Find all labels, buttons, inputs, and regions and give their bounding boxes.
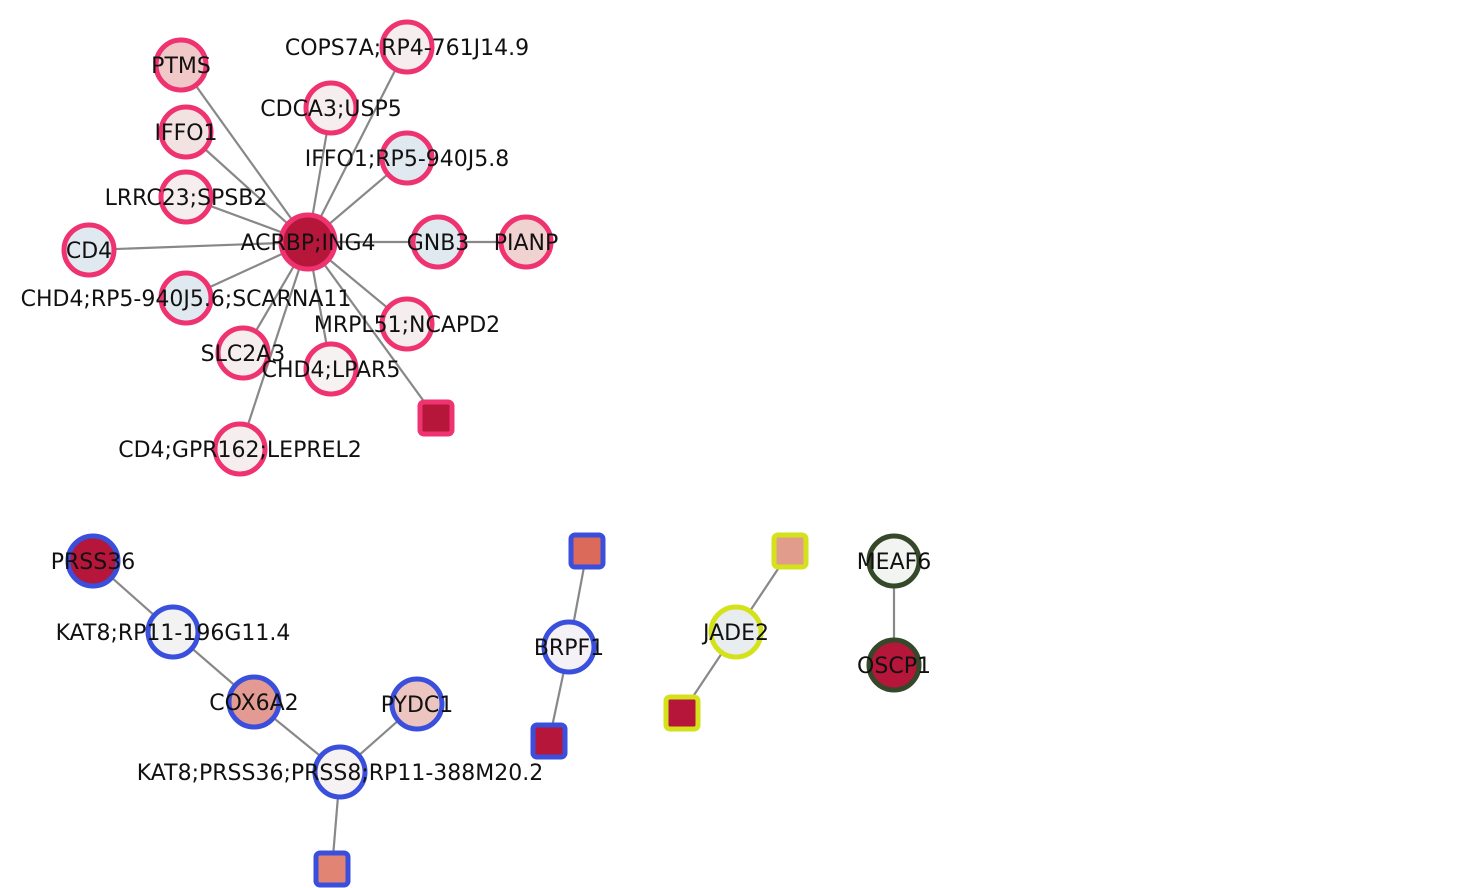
square-node-shape[interactable]: [663, 694, 701, 732]
edge-acrbp-cd4: [88, 240, 309, 252]
node-label: MRPL51;NCAPD2: [314, 313, 500, 338]
node-sq_pink[interactable]: [417, 399, 455, 437]
node-pianp[interactable]: PIANP: [494, 214, 559, 270]
square-node-shape[interactable]: [771, 532, 809, 570]
circle-node-shape[interactable]: [389, 676, 445, 732]
node-label: ACRBP;ING4: [240, 231, 375, 256]
node-gnb3[interactable]: GNB3: [407, 214, 470, 270]
node-label: PRSS36: [51, 550, 135, 575]
node-label: PYDC1: [381, 693, 454, 718]
node-kat8prss[interactable]: KAT8;PRSS36;PRSS8;RP11-388M20.2: [137, 744, 543, 800]
node-ptms[interactable]: PTMS: [151, 37, 211, 93]
node-slc2a3[interactable]: SLC2A3: [201, 325, 286, 381]
circle-node-shape[interactable]: [410, 214, 466, 270]
node-cd4[interactable]: CD4: [61, 222, 117, 278]
node-sq_yellow_top[interactable]: [771, 532, 809, 570]
circle-node-shape[interactable]: [278, 212, 338, 272]
circle-node-shape[interactable]: [303, 341, 359, 397]
node-label: CDCA3;USP5: [260, 97, 401, 122]
node-chd4lpar5[interactable]: CHD4;LPAR5: [262, 341, 401, 397]
circle-node-shape[interactable]: [158, 169, 214, 225]
circle-node-shape[interactable]: [379, 130, 435, 186]
node-label: COPS7A;RP4-761J14.9: [285, 36, 529, 61]
node-layer: ACRBP;ING4 PTMS COPS7A;RP4-761J14.9CDCA3;U…: [21, 19, 932, 888]
node-label: OSCP1: [857, 654, 931, 679]
circle-node-shape[interactable]: [158, 104, 214, 160]
circle-node-shape[interactable]: [379, 296, 435, 352]
node-cox6a2[interactable]: COX6A2: [209, 674, 299, 730]
node-cd4gpr[interactable]: CD4;GPR162;LEPREL2: [118, 421, 362, 477]
node-jade2[interactable]: JADE2: [701, 604, 769, 660]
node-pydc1[interactable]: PYDC1: [381, 676, 454, 732]
node-label: CD4: [66, 239, 112, 264]
node-sq_yellow_bottom[interactable]: [663, 694, 701, 732]
circle-node-shape[interactable]: [226, 674, 282, 730]
edge-acrbp-sq_pink: [307, 241, 437, 419]
node-iffo1[interactable]: IFFO1: [154, 104, 218, 160]
node-meaf6[interactable]: MEAF6: [857, 533, 932, 589]
edge-acrbp-cd4gpr: [238, 241, 310, 450]
node-sq_blue_bottom[interactable]: [313, 850, 351, 888]
circle-node-shape[interactable]: [866, 637, 922, 693]
circle-node-shape[interactable]: [303, 80, 359, 136]
square-node-shape[interactable]: [417, 399, 455, 437]
node-label: CHD4;RP5-940J5.6;SCARNA11: [21, 287, 352, 312]
node-label: CHD4;LPAR5: [262, 358, 401, 383]
edge-acrbp-ptms: [180, 64, 309, 243]
circle-node-shape[interactable]: [708, 604, 764, 660]
node-label: PIANP: [494, 231, 559, 256]
node-cdca3[interactable]: CDCA3;USP5: [260, 80, 402, 136]
square-node-shape[interactable]: [568, 532, 606, 570]
node-label: BRPF1: [534, 636, 604, 661]
node-label: IFFO1;RP5-940J5.8: [305, 147, 509, 172]
edge-acrbp-cops7a: [307, 46, 408, 243]
node-label: SLC2A3: [201, 342, 286, 367]
circle-node-shape[interactable]: [498, 214, 554, 270]
circle-node-shape[interactable]: [541, 619, 597, 675]
node-label: COX6A2: [209, 691, 298, 716]
node-kat8rp11[interactable]: KAT8;RP11-196G11.4: [56, 604, 291, 660]
circle-node-shape[interactable]: [158, 270, 214, 326]
circle-node-shape[interactable]: [312, 744, 368, 800]
square-node-shape[interactable]: [313, 850, 351, 888]
circle-node-shape[interactable]: [61, 222, 117, 278]
node-label: LRRC23;SPSB2: [105, 186, 268, 211]
circle-node-shape[interactable]: [866, 533, 922, 589]
node-label: GNB3: [407, 231, 470, 256]
node-brpf1[interactable]: BRPF1: [534, 619, 604, 675]
node-oscp1[interactable]: OSCP1: [857, 637, 931, 693]
node-sq_blue_top[interactable]: [568, 532, 606, 570]
square-node-shape[interactable]: [530, 722, 568, 760]
node-iffo1rp5[interactable]: IFFO1;RP5-940J5.8: [305, 130, 509, 186]
circle-node-shape[interactable]: [215, 325, 271, 381]
node-label: PTMS: [151, 54, 211, 79]
circle-node-shape[interactable]: [212, 421, 268, 477]
node-label: KAT8;RP11-196G11.4: [56, 621, 291, 646]
circle-node-shape[interactable]: [65, 533, 121, 589]
node-mrpl51[interactable]: MRPL51;NCAPD2: [314, 296, 500, 352]
node-label: IFFO1: [154, 121, 217, 146]
node-prss36[interactable]: PRSS36: [51, 533, 135, 589]
node-chd4rp5[interactable]: CHD4;RP5-940J5.6;SCARNA11: [21, 270, 352, 326]
node-lrrc23[interactable]: LRRC23;SPSB2: [105, 169, 268, 225]
node-sq_blue_mid[interactable]: [530, 722, 568, 760]
circle-node-shape[interactable]: [153, 37, 209, 93]
node-cops7a[interactable]: COPS7A;RP4-761J14.9: [285, 19, 529, 75]
node-acrbp[interactable]: ACRBP;ING4: [240, 212, 376, 272]
node-label: CD4;GPR162;LEPREL2: [118, 438, 362, 463]
circle-node-shape[interactable]: [145, 604, 201, 660]
node-label: JADE2: [701, 621, 769, 646]
node-label: MEAF6: [857, 550, 932, 575]
circle-node-shape[interactable]: [379, 19, 435, 75]
node-label: KAT8;PRSS36;PRSS8;RP11-388M20.2: [137, 761, 543, 786]
